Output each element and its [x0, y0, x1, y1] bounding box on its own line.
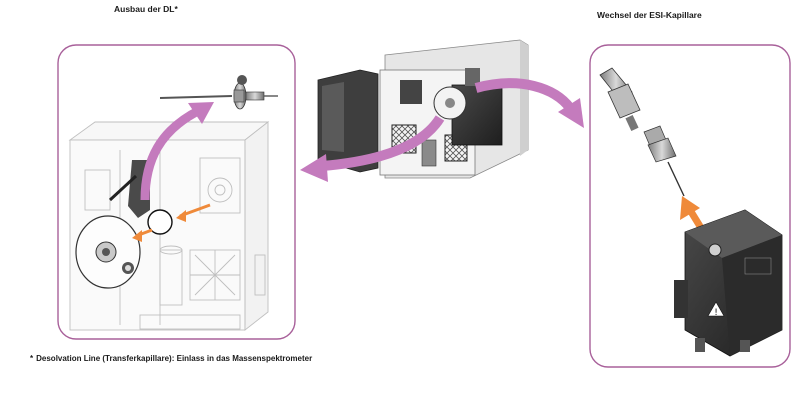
desolvation-line-part: [159, 75, 278, 110]
footnote-marker: *: [30, 354, 34, 363]
svg-text:!: !: [714, 308, 718, 318]
purple-arrow-remove-dl: [140, 105, 203, 201]
right-panel-title: Wechsel der ESI-Kapillare: [597, 10, 702, 20]
left-detail-panel: [57, 44, 296, 340]
inlet-highlight-circle: [147, 209, 173, 235]
left-panel-title: Ausbau der DL*: [114, 4, 178, 14]
esi-capillary-parts: [599, 67, 685, 197]
warning-icon: !: [707, 301, 725, 318]
instrument-interior-faded: [68, 121, 270, 331]
purple-arrow-to-left: [321, 115, 445, 171]
esi-source-unit: [674, 209, 783, 357]
right-detail-panel: !: [589, 44, 791, 368]
footnote-text: Desolvation Line (Transferkapillare): Ei…: [36, 354, 313, 363]
purple-arrow-to-right: [474, 78, 574, 112]
ion-source-disc: [75, 215, 141, 289]
footnote: *Desolvation Line (Transferkapillare): E…: [30, 354, 312, 363]
mass-spectrometer-overview: [300, 39, 584, 182]
